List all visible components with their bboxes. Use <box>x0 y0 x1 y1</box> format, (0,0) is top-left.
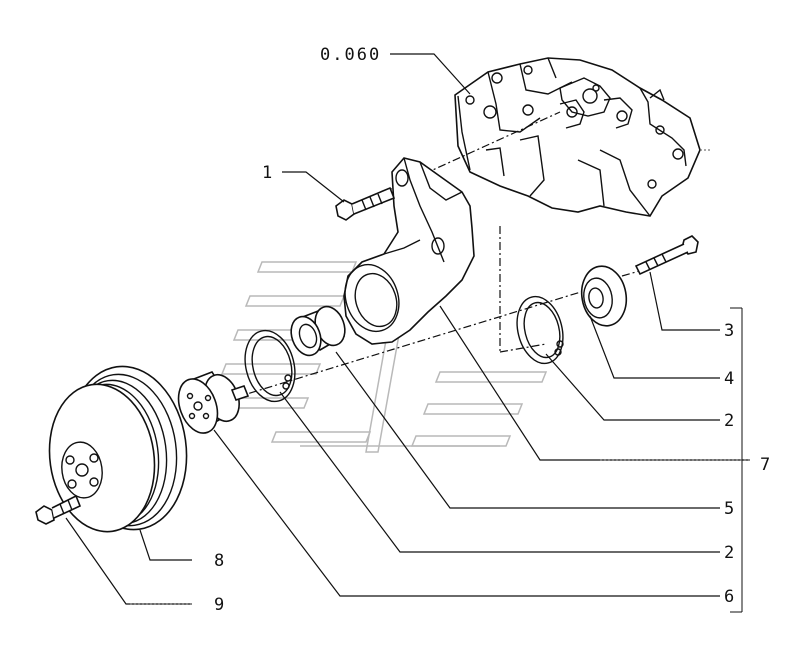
pulley-part-8 <box>48 365 188 533</box>
callout-9: 9 <box>214 595 224 615</box>
axis-line-pump <box>187 279 621 413</box>
bolt-part-3 <box>634 235 699 276</box>
callout-7: 7 <box>760 455 770 475</box>
snap-ring-left <box>244 329 296 403</box>
callout-2-upper: 2 <box>724 411 734 431</box>
engine-block <box>454 57 712 217</box>
callout-4: 4 <box>724 369 734 389</box>
callout-3: 3 <box>724 321 734 341</box>
reference-label: 0.060 <box>320 45 381 65</box>
callout-8: 8 <box>214 551 224 571</box>
seal-part-4 <box>580 265 628 327</box>
axis-line-bolt <box>621 267 651 277</box>
callout-5: 5 <box>724 499 734 519</box>
hub-part-6 <box>177 371 250 434</box>
leader-lines <box>65 53 750 613</box>
callout-1: 1 <box>262 163 272 183</box>
bracket-housing <box>343 157 475 345</box>
bushing-part-5 <box>290 305 346 357</box>
bolt-part-9 <box>35 494 82 525</box>
bolt-part-1 <box>335 186 396 221</box>
snap-ring-right <box>516 295 564 365</box>
callout-6: 6 <box>724 587 734 607</box>
callout-2-lower: 2 <box>724 543 734 563</box>
